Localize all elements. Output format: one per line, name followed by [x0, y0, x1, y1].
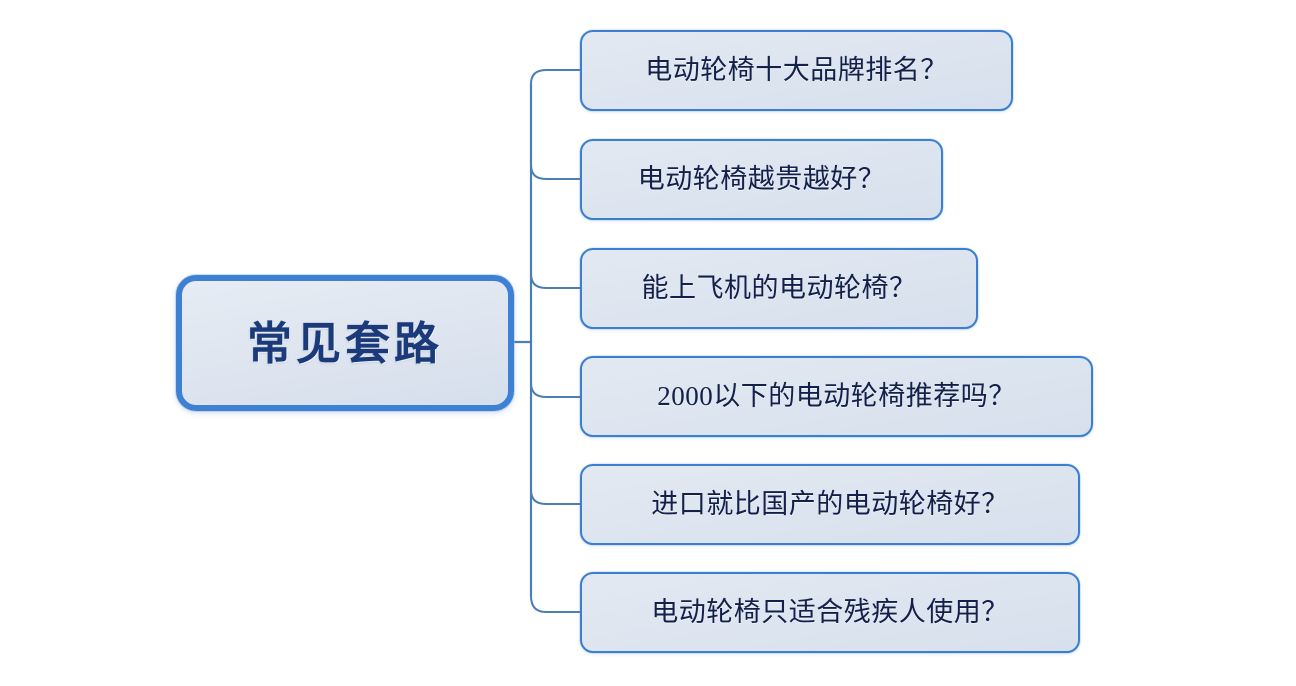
branch-node-1[interactable]: 电动轮椅十大品牌排名？ [580, 30, 1013, 111]
branch-node-5-label: 进口就比国产的电动轮椅好？ [651, 489, 1009, 519]
root-node[interactable]: 常见套路 [176, 275, 514, 411]
branch-node-4[interactable]: 2000以下的电动轮椅推荐吗？ [580, 356, 1093, 437]
connector-branch-6 [530, 595, 581, 613]
branch-node-6-label: 电动轮椅只适合残疾人使用？ [651, 597, 1009, 627]
branch-node-6[interactable]: 电动轮椅只适合残疾人使用？ [580, 572, 1080, 653]
connector-branch-4 [530, 382, 581, 398]
connector-branch-5 [530, 489, 581, 505]
root-node-label: 常见套路 [246, 316, 443, 370]
branch-node-2-label: 电动轮椅越贵越好？ [637, 164, 886, 194]
connector-branch-1 [530, 69, 581, 85]
branch-node-3-label: 能上飞机的电动轮椅？ [641, 273, 917, 303]
branch-node-5[interactable]: 进口就比国产的电动轮椅好？ [580, 464, 1080, 545]
branch-node-2[interactable]: 电动轮椅越贵越好？ [580, 139, 943, 220]
branch-node-1-label: 电动轮椅十大品牌排名？ [645, 55, 948, 85]
connector-branch-3 [530, 273, 581, 289]
branch-node-3[interactable]: 能上飞机的电动轮椅？ [580, 248, 978, 329]
branch-node-4-label: 2000以下的电动轮椅推荐吗？ [657, 381, 1016, 411]
connector-branch-2 [530, 164, 581, 180]
